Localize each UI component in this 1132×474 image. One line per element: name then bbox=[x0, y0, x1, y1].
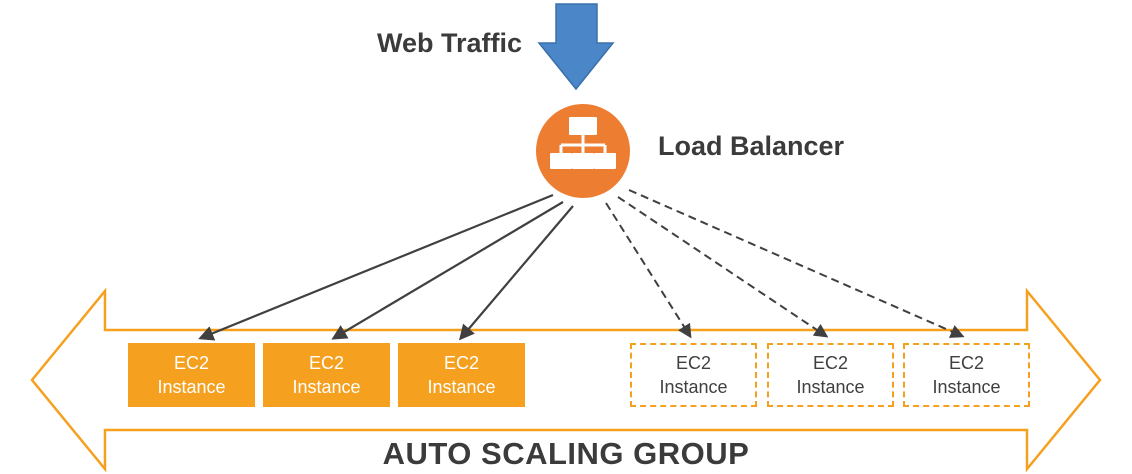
ec2-type-label: Instance bbox=[659, 377, 728, 397]
ec2-instance-box-running-2: EC2 Instance bbox=[263, 343, 390, 407]
connector-solid-1 bbox=[198, 193, 554, 341]
ec2-type-label: Instance bbox=[292, 377, 361, 397]
ec2-instance-box-potential-2: EC2 Instance bbox=[767, 343, 894, 407]
connector-solid-2 bbox=[331, 201, 564, 340]
web-traffic-down-arrow-icon bbox=[537, 3, 615, 91]
ec2-name-label: EC2 bbox=[308, 352, 344, 373]
auto-scaling-double-arrow bbox=[30, 287, 1102, 473]
ec2-instance-box-potential-1: EC2 Instance bbox=[630, 343, 757, 407]
ec2-name-label: EC2 bbox=[675, 352, 711, 373]
web-traffic-label: Web Traffic bbox=[376, 28, 522, 58]
ec2-name-label: EC2 bbox=[948, 352, 984, 373]
connector-dashed-2 bbox=[617, 196, 829, 338]
auto-scaling-group-label: AUTO SCALING GROUP bbox=[382, 436, 750, 471]
ec2-type-label: Instance bbox=[157, 377, 226, 397]
ec2-instance-box-running-3: EC2 Instance bbox=[398, 343, 525, 407]
load-balancer-label: Load Balancer bbox=[658, 131, 845, 161]
ec2-type-label: Instance bbox=[932, 377, 1001, 397]
ec2-type-label: Instance bbox=[796, 377, 865, 397]
ec2-type-label: Instance bbox=[427, 377, 496, 397]
ec2-name-label: EC2 bbox=[812, 352, 848, 373]
ec2-instance-box-potential-3: EC2 Instance bbox=[903, 343, 1030, 407]
ec2-instance-box-running-1: EC2 Instance bbox=[128, 343, 255, 407]
load-balancer-icon bbox=[536, 104, 630, 198]
connector-solid-3 bbox=[459, 205, 574, 341]
connector-dashed-3 bbox=[628, 189, 965, 338]
ec2-name-label: EC2 bbox=[173, 352, 209, 373]
ec2-name-label: EC2 bbox=[443, 352, 479, 373]
connector-dashed-1 bbox=[605, 202, 692, 339]
